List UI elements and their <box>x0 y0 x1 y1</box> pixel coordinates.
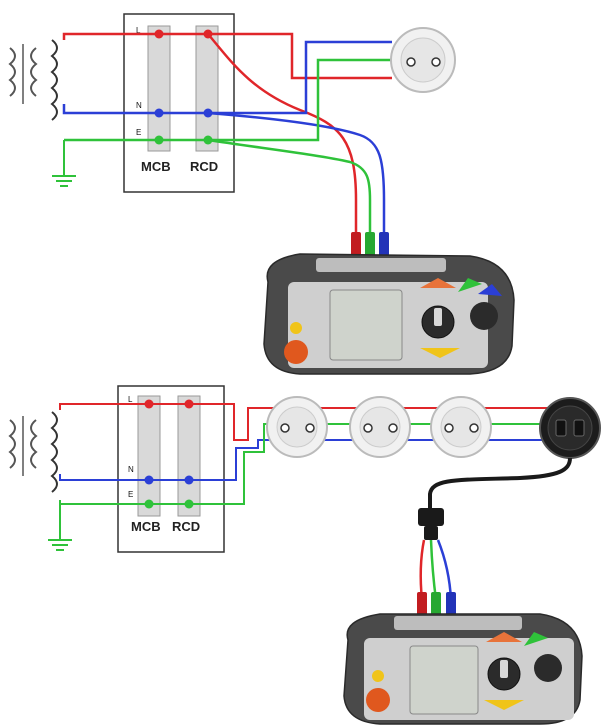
bottom-circuit: L N E MCB RCD <box>8 385 601 725</box>
terminal-label-e: E <box>128 490 133 499</box>
socket-icon <box>349 396 411 458</box>
mcb-label: MCB <box>131 519 161 534</box>
live-wire <box>59 403 560 441</box>
socket-icon <box>266 396 328 458</box>
earth-symbol-icon <box>52 140 76 187</box>
terminal-label-l: L <box>128 395 133 404</box>
rcd-label: RCD <box>190 159 218 174</box>
terminal-label-n: N <box>128 465 134 474</box>
terminal-label-n: N <box>136 101 142 110</box>
transformer-icon <box>8 39 58 121</box>
terminal-label-e: E <box>136 128 141 137</box>
earth-wire <box>64 58 392 240</box>
neutral-wire <box>62 40 392 240</box>
test-plug-adapter-icon <box>417 397 601 620</box>
socket-icon <box>430 396 492 458</box>
multifunction-tester-icon <box>343 613 583 725</box>
top-circuit: L N E MCB RCD <box>8 13 515 375</box>
rcd-breaker <box>195 25 219 152</box>
mcb-breaker <box>147 25 171 152</box>
socket-icon <box>390 27 456 93</box>
multifunction-tester-icon <box>263 253 515 375</box>
distribution-panel <box>117 385 225 553</box>
transformer-icon <box>8 411 58 493</box>
mcb-breaker <box>137 395 161 517</box>
terminal-dots <box>144 399 194 509</box>
mcb-label: MCB <box>141 159 171 174</box>
rcd-breaker <box>177 395 201 517</box>
neutral-wire <box>59 439 560 481</box>
rcd-label: RCD <box>172 519 200 534</box>
terminal-label-l: L <box>136 26 141 35</box>
earth-symbol-icon <box>48 504 72 551</box>
terminal-dots <box>154 29 213 145</box>
earth-wire <box>59 423 560 505</box>
